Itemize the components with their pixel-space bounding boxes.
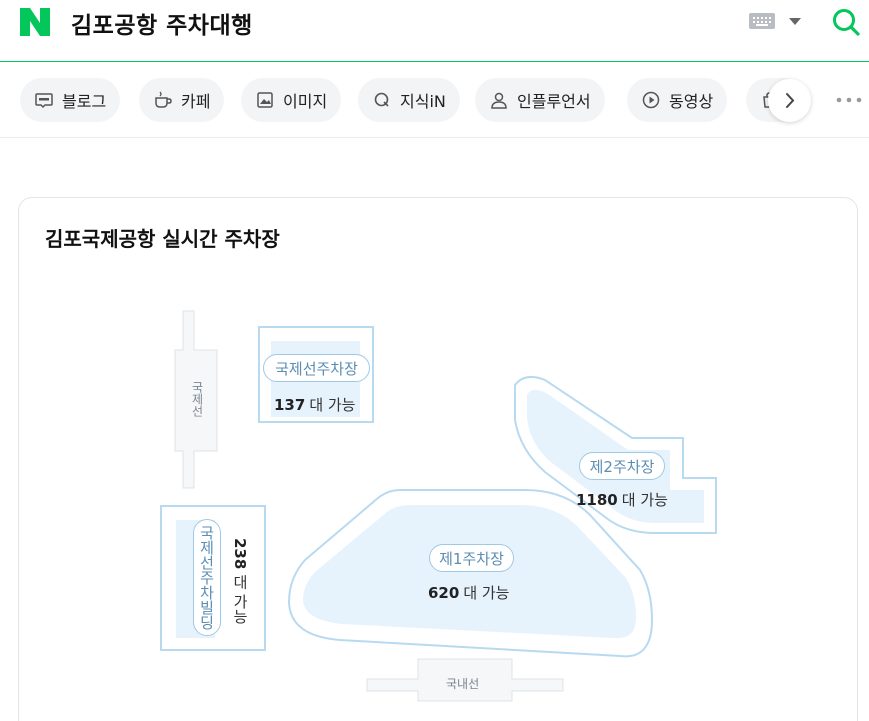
- tab-influencer[interactable]: 인플루언서: [475, 78, 605, 122]
- domestic-road-shape: [366, 658, 564, 702]
- lot-unit: 대 가능: [621, 491, 668, 509]
- tab-video[interactable]: 동영상: [627, 78, 728, 122]
- keyboard-dropdown-icon[interactable]: [789, 18, 801, 25]
- tab-label: 블로그: [62, 92, 107, 111]
- tab-label: 카페: [181, 92, 211, 111]
- card-title: 김포국제공항 실시간 주차장: [45, 227, 280, 251]
- person-icon: [491, 92, 507, 109]
- lot-count-first: 620: [428, 584, 460, 602]
- lot-availability-building: 238 대 가능: [230, 538, 251, 624]
- road-label-domestic: 국내선: [446, 677, 480, 691]
- search-header: 김포공항 주차대행: [0, 0, 869, 62]
- tab-label: 인플루언서: [517, 92, 591, 111]
- lot-name-first[interactable]: 제1주차장: [429, 544, 514, 572]
- lot-unit: 대 가능: [309, 396, 356, 414]
- tab-blog[interactable]: 블로그: [20, 78, 121, 122]
- search-tabs: 블로그 카페 이미지 지식iN 인플루언서 동: [0, 63, 869, 138]
- lot-name-second[interactable]: 제2주차장: [579, 452, 665, 480]
- tab-label: 이미지: [283, 92, 328, 111]
- tab-cafe[interactable]: 카페: [139, 78, 225, 122]
- cafe-cup-icon: [155, 91, 172, 108]
- naver-logo-icon[interactable]: [20, 8, 50, 36]
- keyboard-icon[interactable]: [749, 13, 775, 29]
- play-circle-icon: [642, 91, 660, 109]
- chevron-right-icon: [786, 93, 795, 108]
- image-icon: [257, 92, 273, 108]
- lot-count-intl: 137: [274, 396, 306, 414]
- more-options-icon[interactable]: [836, 97, 862, 103]
- tab-label: 지식iN: [400, 92, 446, 111]
- lot-unit: 대 가능: [463, 584, 510, 602]
- tab-image[interactable]: 이미지: [241, 78, 342, 122]
- lot-name-building[interactable]: 국제선주차빌딩: [193, 519, 221, 636]
- lot-count-second: 1180: [576, 491, 618, 509]
- international-road-shape: [174, 310, 218, 489]
- lot-count-building: 238: [231, 538, 249, 570]
- lot-unit: 대 가능: [231, 574, 249, 624]
- knowledge-q-icon: [374, 92, 389, 107]
- tabs-next-button[interactable]: [768, 79, 811, 122]
- search-query[interactable]: 김포공항 주차대행: [71, 13, 253, 39]
- tab-label: 동영상: [669, 92, 714, 111]
- lot-name-intl[interactable]: 국제선주차장: [263, 354, 370, 382]
- blog-icon: [35, 93, 53, 109]
- road-label-international: 국제선: [190, 381, 204, 417]
- tab-kin[interactable]: 지식iN: [358, 78, 460, 122]
- search-icon[interactable]: [831, 7, 861, 37]
- lot-name-building-text: 국제선주차빌딩: [197, 525, 216, 630]
